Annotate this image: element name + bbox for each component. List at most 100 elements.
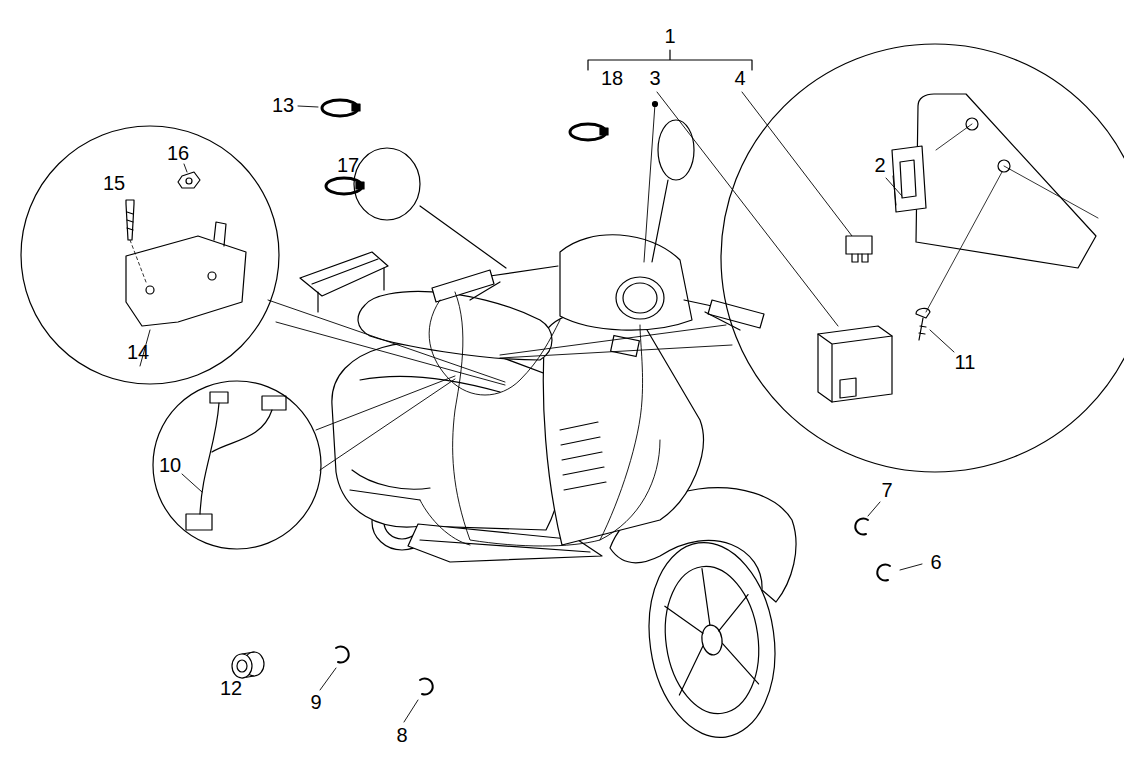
cable-harness xyxy=(182,392,286,530)
wiring-harness xyxy=(453,292,643,546)
mounting-bracket xyxy=(126,236,246,326)
mirror-stalk xyxy=(420,180,668,268)
detail-circle-outline xyxy=(721,44,1124,472)
left-mirror xyxy=(354,148,420,220)
cable-tie xyxy=(570,124,608,140)
fuse xyxy=(846,236,872,262)
bracket xyxy=(900,160,916,198)
callout-number: 9 xyxy=(310,691,321,713)
mounting-bracket xyxy=(214,222,226,246)
body-detail xyxy=(350,376,500,500)
bracket xyxy=(886,146,926,212)
screw xyxy=(916,172,1002,352)
cable-tie xyxy=(298,100,360,116)
rack-rails xyxy=(312,259,384,312)
leader-line xyxy=(657,92,838,326)
projection-line xyxy=(500,325,732,358)
callout-number: 3 xyxy=(649,67,660,89)
nut xyxy=(186,178,192,184)
clip xyxy=(320,668,336,690)
headset xyxy=(560,235,692,330)
cable-harness xyxy=(200,403,272,514)
mounting-plate xyxy=(916,94,1096,268)
callout-number: 16 xyxy=(167,142,189,164)
headlight xyxy=(616,277,664,319)
control-unit xyxy=(818,326,892,402)
callout-wrap: 6 xyxy=(930,551,941,573)
grommet xyxy=(232,652,264,678)
clip xyxy=(855,518,868,534)
nut xyxy=(178,172,200,188)
nut xyxy=(184,164,187,172)
callout-wrap: 16 xyxy=(167,142,189,164)
cable-harness xyxy=(182,474,202,492)
callout-number: 14 xyxy=(127,341,149,363)
screw xyxy=(126,200,134,240)
clip xyxy=(868,502,880,516)
callout-wrap: 4 xyxy=(734,67,745,89)
screw xyxy=(930,330,954,352)
callout-wrap: 2 xyxy=(874,154,885,176)
callout-number: 12 xyxy=(220,677,242,699)
fuse xyxy=(852,254,868,262)
mounting-bracket xyxy=(146,286,154,294)
wiring-harness xyxy=(429,300,560,395)
mounting-bracket xyxy=(208,272,216,280)
seat xyxy=(358,291,552,360)
clip xyxy=(877,564,890,580)
right-mirror xyxy=(658,120,694,180)
callout-number: 2 xyxy=(874,154,885,176)
projection-line xyxy=(268,300,505,385)
detail-circle: 2 11 xyxy=(720,43,1124,473)
detail-circle-outline xyxy=(720,43,1124,473)
cable-harness xyxy=(262,396,286,410)
clip xyxy=(420,678,433,694)
callout-wrap: 12 xyxy=(220,677,242,699)
callout-wrap: 9 xyxy=(310,691,321,713)
mounting-bracket xyxy=(126,222,246,366)
screw xyxy=(126,200,146,282)
scooter-illustration xyxy=(126,50,1098,746)
screw xyxy=(926,172,1002,312)
left-grip xyxy=(432,270,494,302)
control-unit xyxy=(818,334,892,402)
leader-line xyxy=(742,92,852,236)
control-unit xyxy=(840,378,856,398)
grommet xyxy=(237,660,247,672)
grille xyxy=(560,422,606,490)
callout-number: 1 xyxy=(664,25,675,47)
headlight-rim xyxy=(623,283,657,313)
right-grip xyxy=(708,300,764,328)
mounting-plate xyxy=(916,94,1098,268)
screw xyxy=(130,240,146,282)
cable-tie xyxy=(600,128,608,135)
callout-wrap: 11 xyxy=(955,351,976,373)
callout-number: 10 xyxy=(159,454,181,476)
clip xyxy=(320,646,349,690)
callout-wrap: 14 xyxy=(127,341,149,363)
callout-number: 18 xyxy=(601,67,623,89)
callout-number: 7 xyxy=(881,479,892,501)
callout-wrap: 7 xyxy=(881,479,892,501)
front-wheel xyxy=(656,560,768,719)
cable-tie xyxy=(352,104,360,111)
callout-wrap: 10 xyxy=(159,454,181,476)
cable-harness xyxy=(210,392,228,403)
callout-wrap: 18 xyxy=(601,67,623,89)
bracket xyxy=(892,146,926,212)
cable-harness xyxy=(186,514,212,530)
wiring-harness xyxy=(420,440,660,545)
detail-circle-outline xyxy=(153,381,321,549)
callout-wrap: 15 xyxy=(103,172,125,194)
bracket xyxy=(893,176,896,205)
nut xyxy=(178,164,200,188)
cable-tie xyxy=(326,178,364,194)
control-unit xyxy=(818,326,892,402)
callout-number: 11 xyxy=(955,351,976,373)
bracket xyxy=(886,178,902,196)
detail-circle-outline xyxy=(21,126,279,384)
callout-wrap: 13 xyxy=(272,94,294,116)
clip xyxy=(900,564,922,570)
clip xyxy=(877,564,922,580)
